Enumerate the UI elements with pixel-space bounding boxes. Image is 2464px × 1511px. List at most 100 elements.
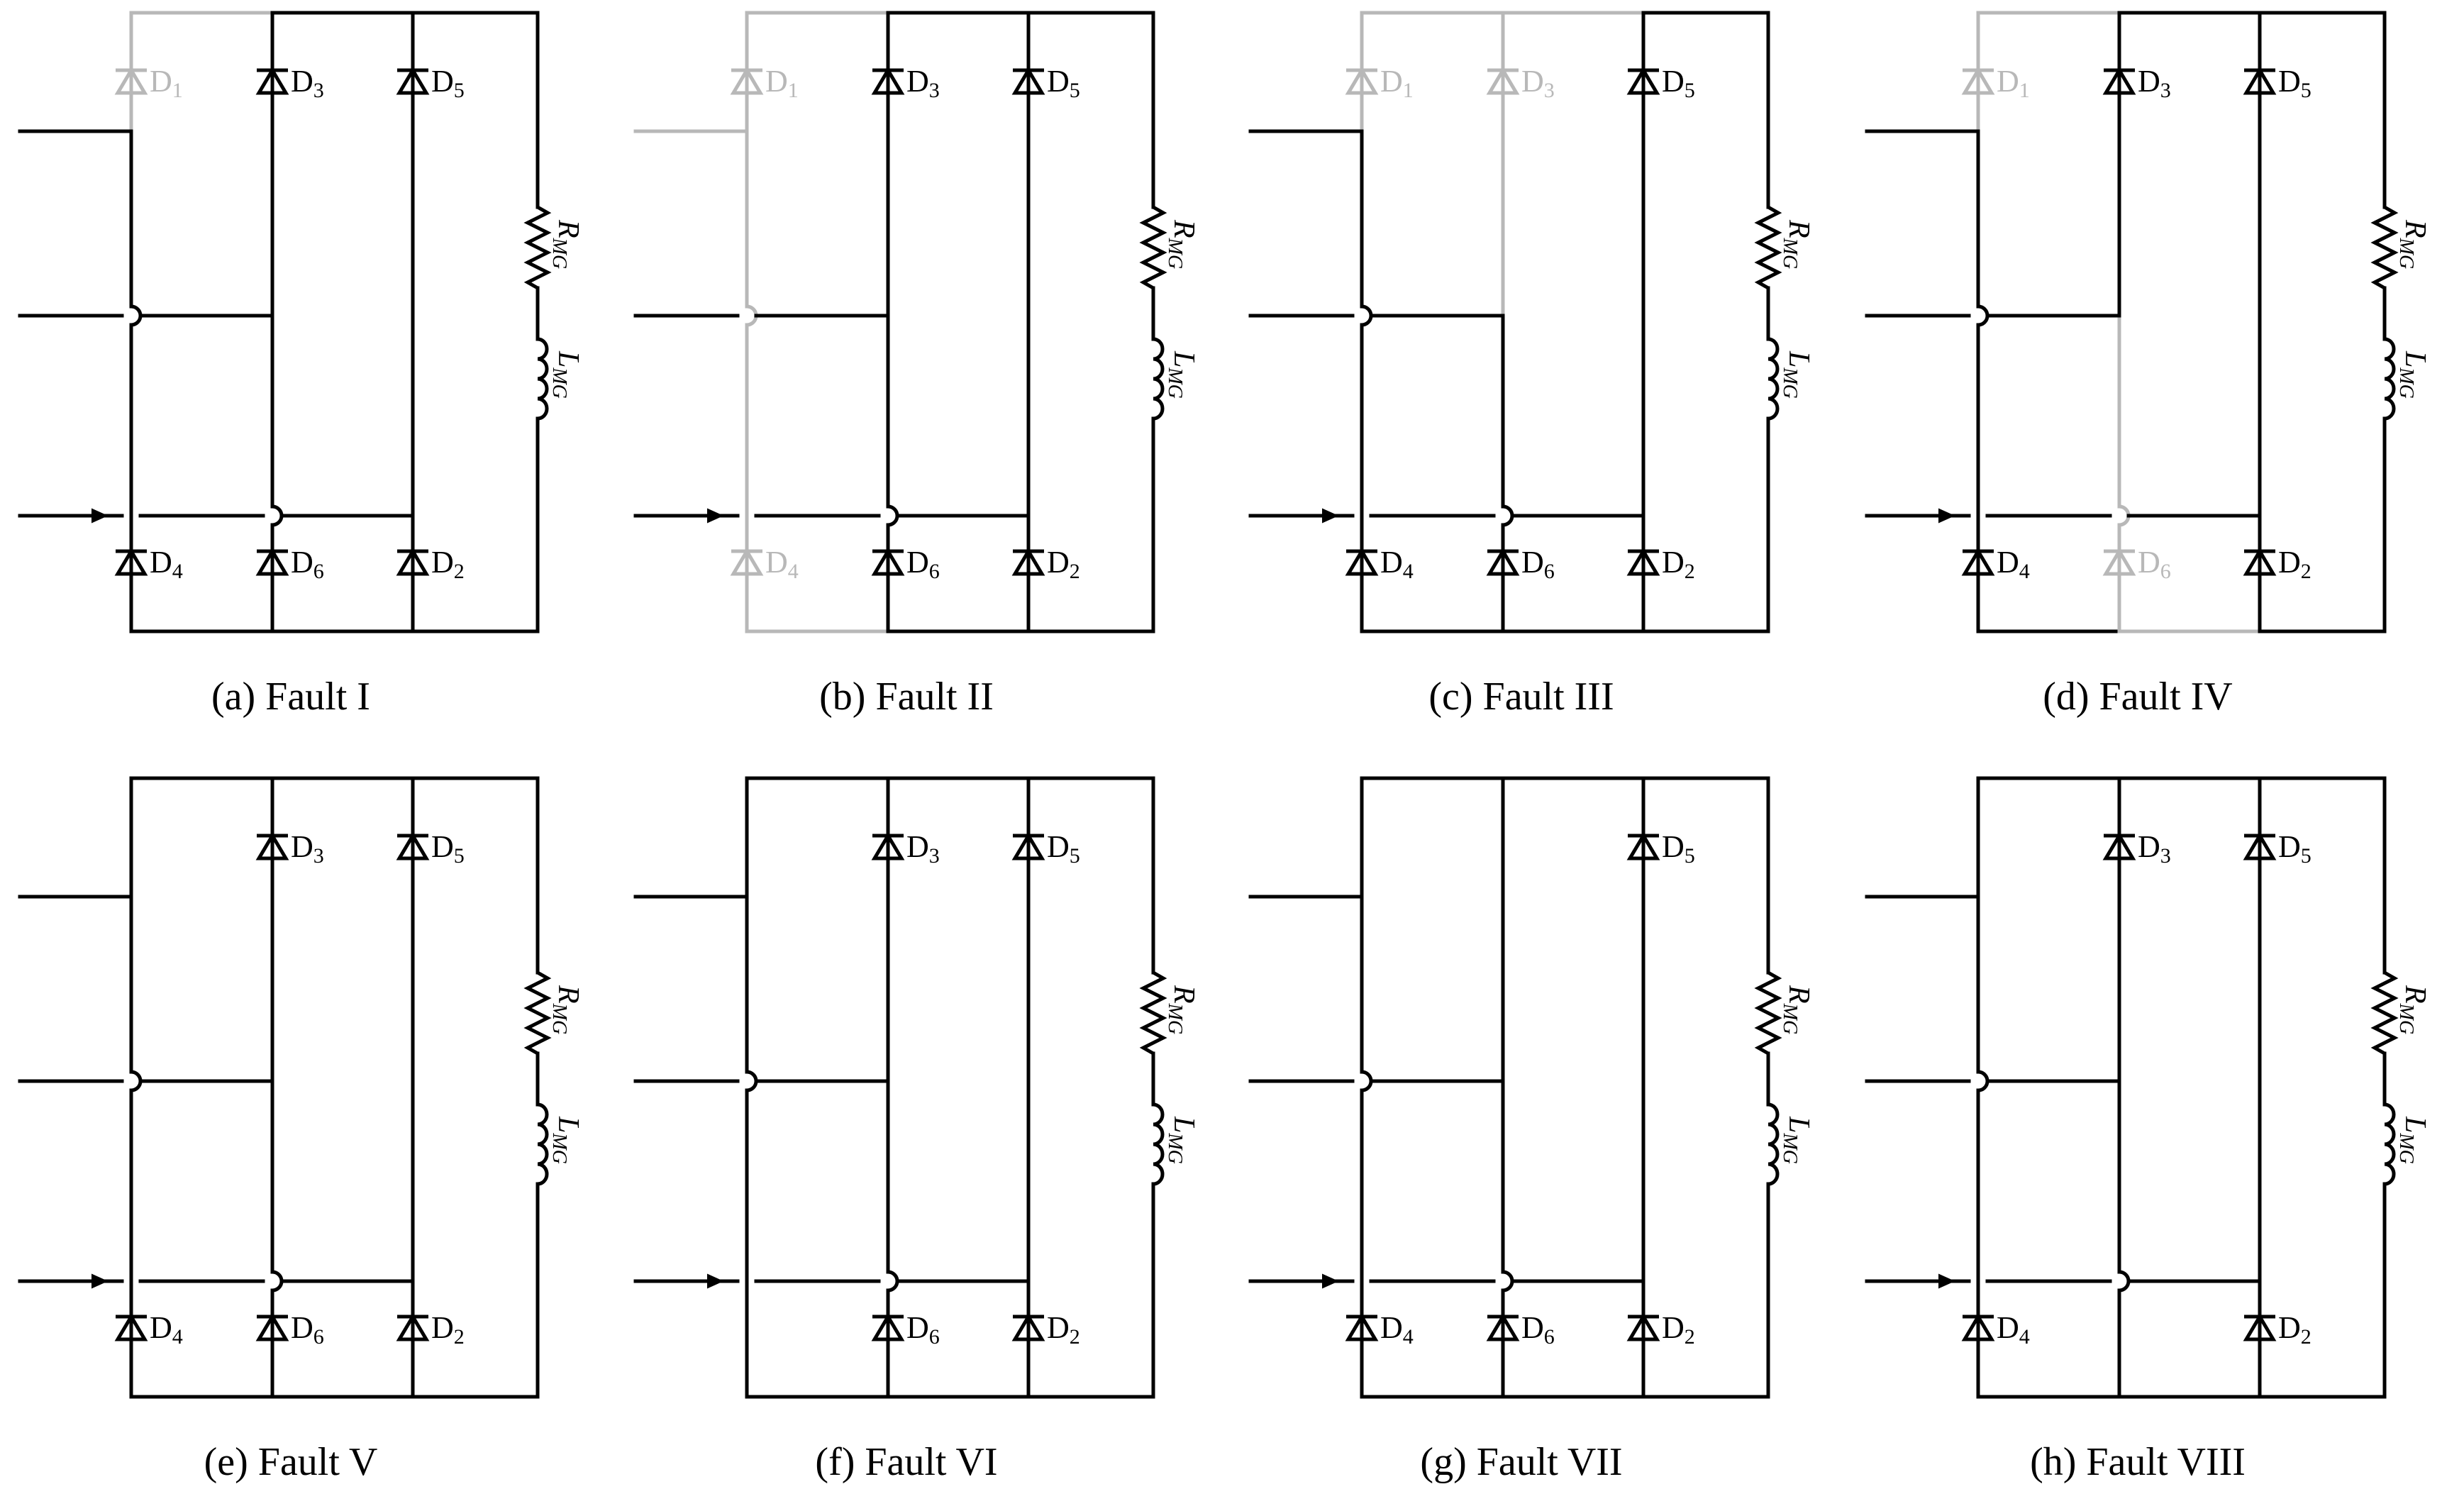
diode-label: D5: [1047, 64, 1080, 102]
resistor-letter: R: [1167, 219, 1200, 238]
diode-letter: D: [150, 545, 172, 580]
diode-d1: D1: [1345, 64, 1414, 102]
inductor-letter: L: [1167, 1116, 1200, 1133]
diode-subscript: 6: [313, 560, 324, 583]
resistor-subscript: MG: [548, 238, 570, 270]
inductor-l-mg: [2384, 1102, 2396, 1186]
diode-d3: D3: [2102, 64, 2171, 102]
leg-b-lower: [886, 316, 899, 631]
resistor-letter: R: [552, 985, 584, 1004]
inductor-subscript: MG: [1779, 367, 1801, 399]
inductor-letter: L: [552, 350, 584, 367]
diode-d2: D2: [1011, 1310, 1080, 1349]
leg-b-lower: [2117, 316, 2131, 631]
leg-b-lower: [270, 316, 284, 631]
leg-a-middle: [1976, 131, 1989, 516]
diode-d2: D2: [396, 1310, 465, 1349]
resistor-subscript: MG: [1779, 238, 1801, 270]
diode-label: D4: [1997, 1310, 2030, 1349]
leg-b-lower: [1501, 1081, 1514, 1397]
current-arrow-icon: [91, 1273, 109, 1289]
diode-symbol: [114, 67, 148, 95]
inductor-letter: L: [1782, 350, 1815, 367]
diode-letter: D: [1662, 64, 1685, 99]
diode-label: D5: [2278, 64, 2312, 102]
diode-d5: D5: [396, 829, 465, 868]
resistor-r-mg: [2370, 205, 2399, 290]
panel-caption: (f) Fault VI: [815, 1440, 997, 1484]
diode-letter: D: [431, 545, 454, 580]
diode-subscript: 5: [1685, 79, 1695, 102]
resistor-label: RMG: [1779, 219, 1815, 269]
diode-d4: D4: [114, 545, 183, 583]
resistor-r-mg: [2370, 970, 2399, 1056]
diode-label: D4: [765, 545, 799, 583]
diode-d6: D6: [2102, 545, 2171, 583]
diode-letter: D: [1521, 64, 1544, 99]
diode-letter: D: [2278, 64, 2301, 99]
diode-symbol: [1011, 832, 1045, 860]
inductor-letter: L: [1167, 350, 1200, 367]
inductor-label: LMG: [548, 1116, 584, 1164]
diode-label: D3: [1521, 64, 1555, 102]
resistor-subscript: MG: [1779, 1003, 1801, 1035]
diode-letter: D: [431, 829, 454, 864]
diode-symbol: [396, 832, 430, 860]
diode-d4: D4: [1961, 1310, 2030, 1349]
diode-d3: D3: [871, 64, 940, 102]
inductor-subscript: MG: [548, 367, 570, 399]
diode-subscript: 3: [1544, 79, 1555, 102]
diode-symbol: [2102, 548, 2136, 576]
diode-subscript: 5: [1070, 844, 1080, 868]
diode-symbol: [2243, 548, 2277, 576]
diode-d6: D6: [1486, 545, 1555, 583]
diode-d5: D5: [396, 64, 465, 102]
diode-letter: D: [291, 1310, 313, 1345]
diode-d5: D5: [2243, 829, 2312, 868]
diode-subscript: 5: [454, 79, 465, 102]
diode-symbol: [1626, 548, 1660, 576]
diode-subscript: 6: [313, 1325, 324, 1349]
diode-label: D3: [906, 829, 940, 868]
inductor-l-mg: [2384, 337, 2396, 421]
diode-letter: D: [2278, 1310, 2301, 1345]
diode-d5: D5: [1626, 64, 1695, 102]
diode-subscript: 3: [929, 79, 940, 102]
inductor-letter: L: [1782, 1116, 1815, 1133]
diode-symbol: [1345, 1313, 1379, 1341]
diode-symbol: [1011, 548, 1045, 576]
diode-label: D6: [906, 1310, 940, 1349]
diode-d1: D1: [1961, 64, 2030, 102]
diode-symbol: [1961, 548, 1995, 576]
diode-subscript: 2: [2301, 560, 2312, 583]
diode-d5: D5: [1011, 829, 1080, 868]
diode-subscript: 5: [454, 844, 465, 868]
diode-symbol: [396, 548, 430, 576]
diode-d2: D2: [1626, 545, 1695, 583]
leg-a-middle: [1976, 897, 1989, 1281]
diode-subscript: 6: [1544, 560, 1555, 583]
resistor-r-mg: [1754, 205, 1782, 290]
inductor-letter: L: [2399, 350, 2431, 367]
diode-subscript: 3: [313, 79, 324, 102]
panel-caption: (g) Fault VII: [1420, 1440, 1622, 1484]
diode-label: D2: [1047, 1310, 1080, 1349]
diode-symbol: [255, 832, 289, 860]
diode-symbol: [1345, 67, 1379, 95]
diode-subscript: 1: [788, 79, 799, 102]
resistor-letter: R: [1167, 985, 1200, 1004]
inductor-l-mg: [1153, 337, 1165, 421]
diode-subscript: 2: [454, 1325, 465, 1349]
diode-subscript: 2: [454, 560, 465, 583]
diode-label: D4: [1380, 545, 1414, 583]
resistor-label: RMG: [548, 985, 584, 1034]
diode-symbol: [255, 1313, 289, 1341]
diode-d5: D5: [2243, 64, 2312, 102]
inductor-subscript: MG: [1164, 1132, 1186, 1164]
diode-letter: D: [1662, 545, 1685, 580]
